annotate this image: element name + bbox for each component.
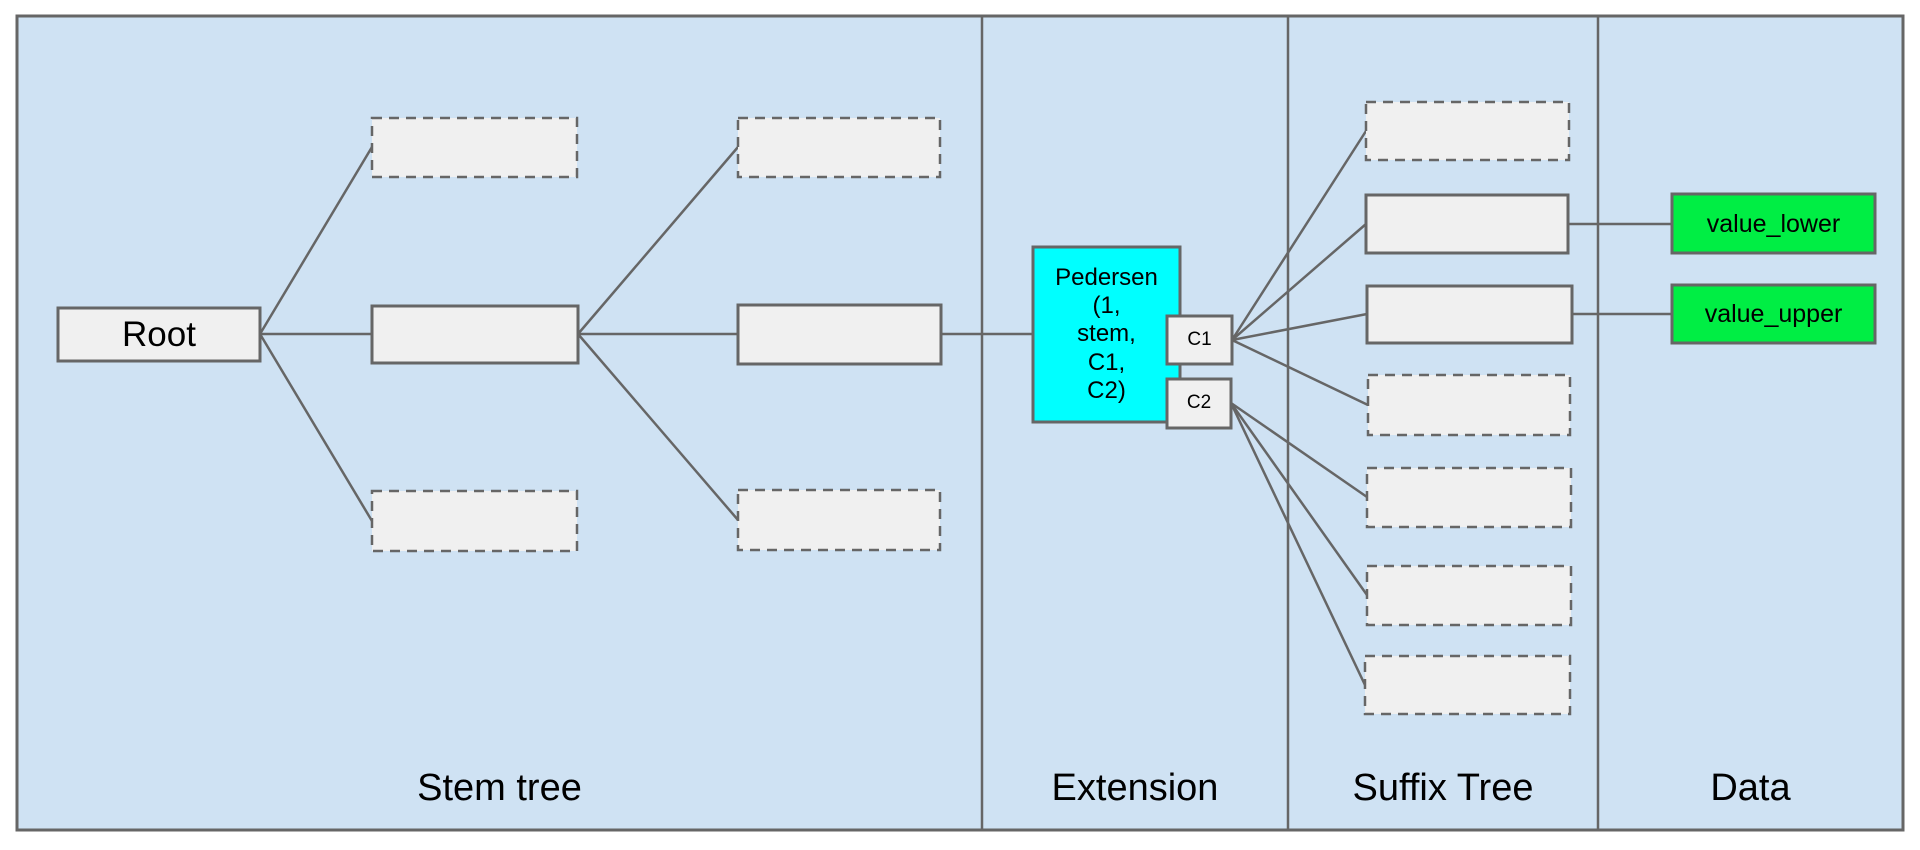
node-stem-l2-mid-box — [370, 304, 580, 365]
edge-l2mid-l3bot — [577, 333, 739, 521]
node-stem-l3-bot-box — [736, 488, 942, 552]
node-suffix-7-box — [1363, 654, 1572, 716]
node-stem-l2-top-box — [370, 116, 579, 179]
node-suffix-1-box — [1364, 100, 1571, 162]
edge-root-l2bot — [258, 333, 374, 522]
edge-c1-suffix2 — [1231, 223, 1367, 341]
node-suffix-4-box — [1366, 373, 1572, 437]
node-c1-box — [1165, 314, 1234, 366]
node-value-upper-box — [1670, 283, 1877, 345]
edge-c1-suffix1 — [1230, 130, 1368, 341]
node-suffix-5-box — [1365, 466, 1573, 529]
node-suffix-2-box — [1364, 193, 1570, 255]
edge-c2-suffix7 — [1229, 402, 1367, 686]
node-stem-l3-mid-box — [736, 303, 943, 366]
node-c2-box — [1165, 377, 1233, 430]
node-stem-l2-bot-box — [370, 489, 579, 553]
diagram-frame — [15, 14, 1905, 832]
edge-l2mid-l3top — [577, 146, 739, 335]
edge-c1-suffix3 — [1231, 312, 1368, 342]
edge-root-l2top — [258, 146, 374, 335]
edge-c1-suffix4 — [1231, 338, 1369, 407]
edge-c2-suffix6 — [1229, 402, 1369, 596]
node-root-box — [56, 306, 262, 363]
node-stem-l3-top-box — [736, 116, 942, 179]
node-pedersen-box — [1031, 245, 1182, 424]
edge-c2-suffix5 — [1230, 401, 1368, 499]
node-value-lower-box — [1670, 192, 1877, 255]
node-suffix-6-box — [1365, 564, 1573, 627]
node-suffix-3-box — [1365, 284, 1574, 345]
